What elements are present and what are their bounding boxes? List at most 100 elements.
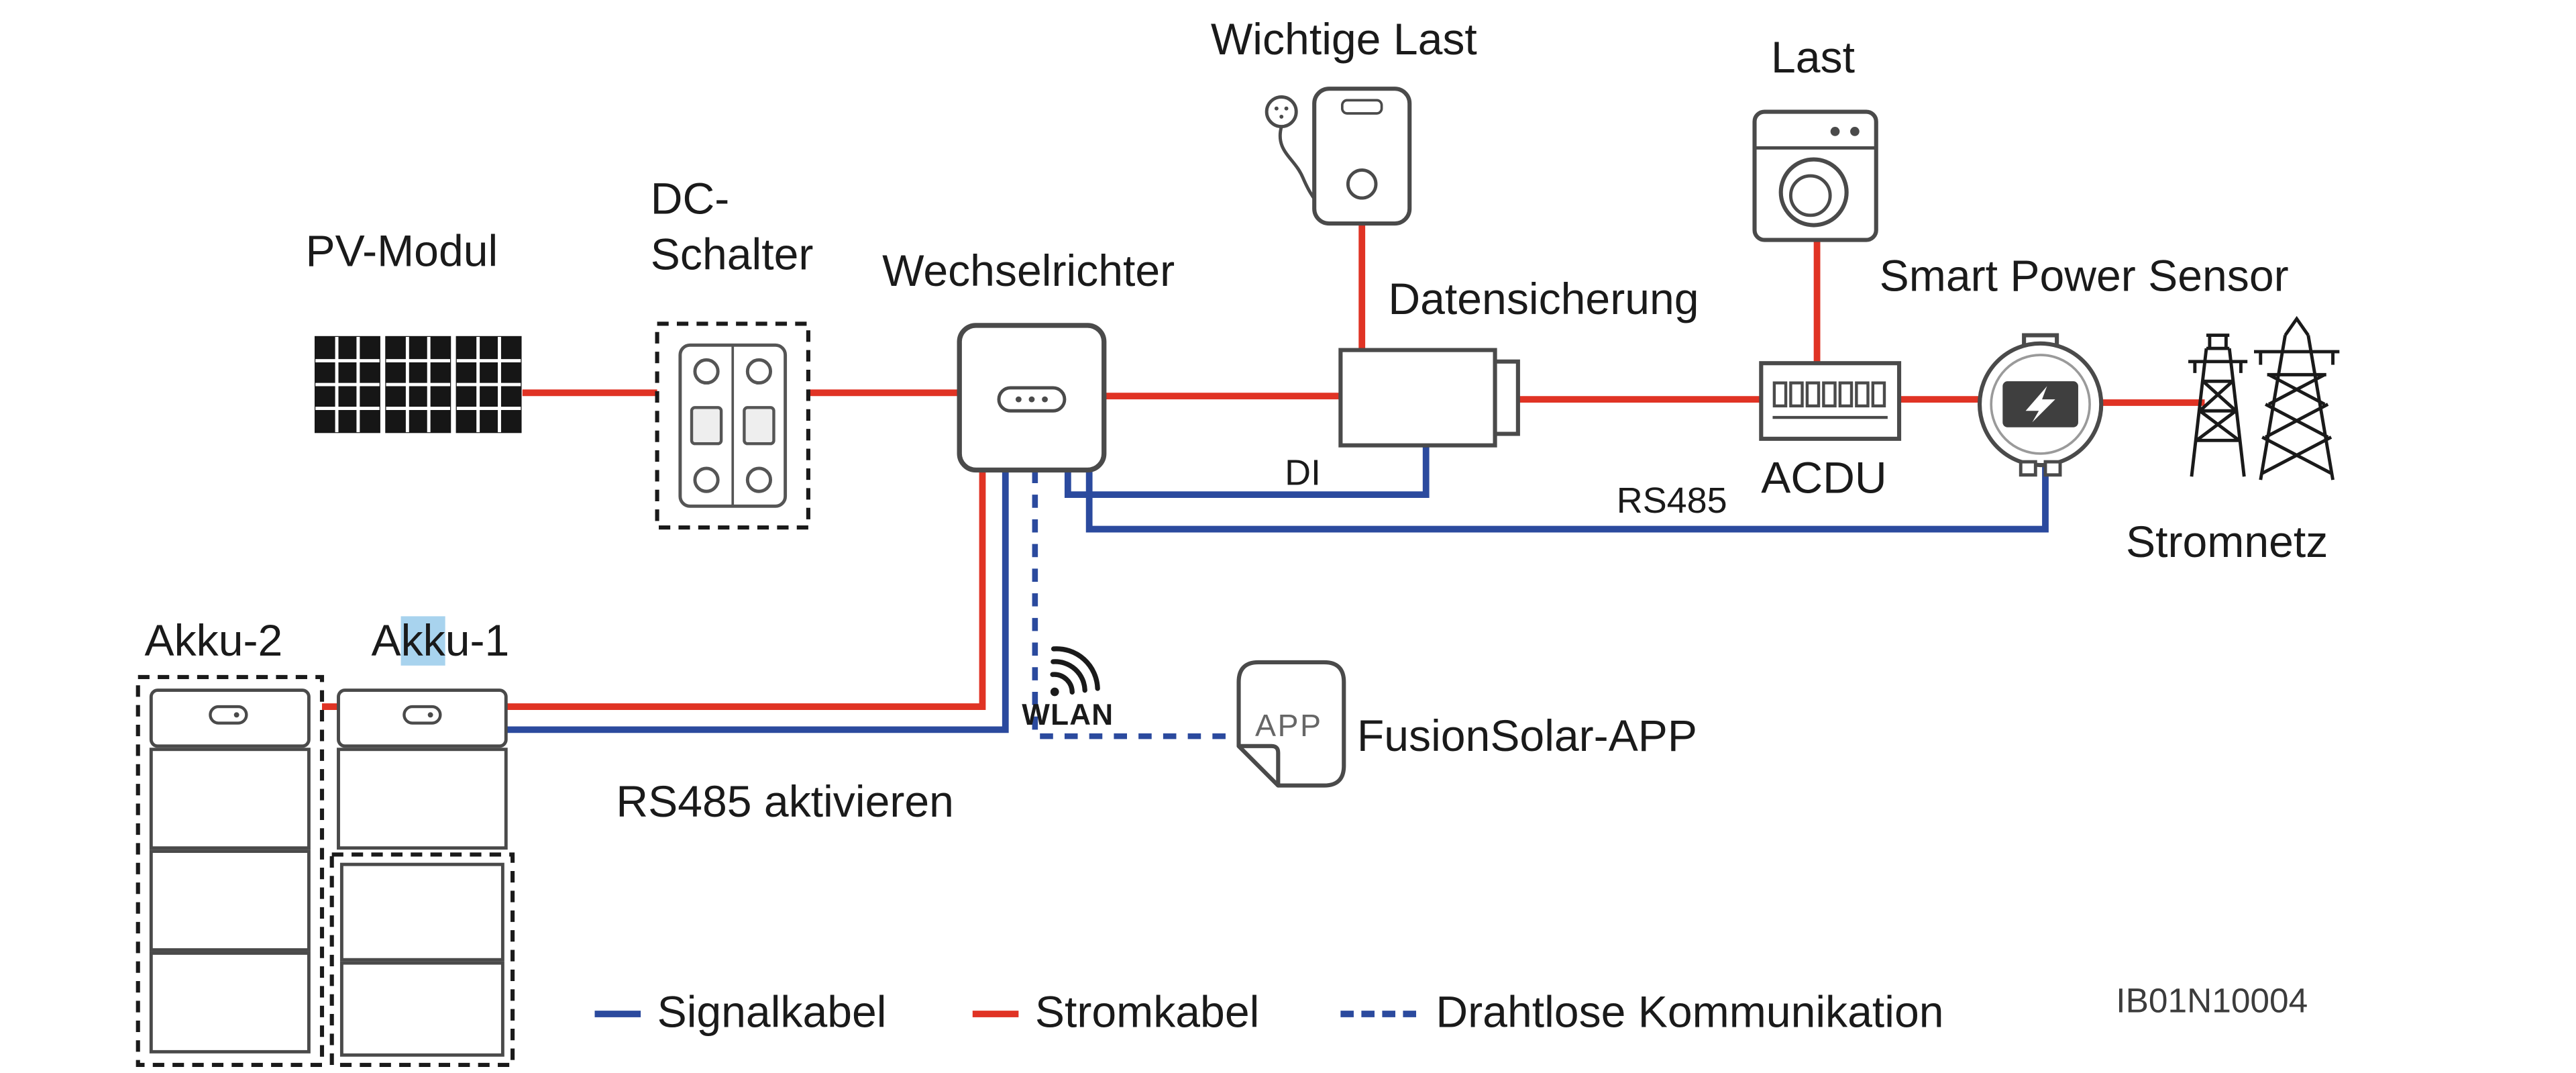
label-smart-power-sensor: Smart Power Sensor bbox=[1879, 251, 2289, 301]
sensor-foot bbox=[2043, 460, 2062, 477]
inverter-icon bbox=[957, 323, 1107, 473]
pv-panel-grid bbox=[386, 337, 451, 433]
dc-switch-toggle bbox=[690, 406, 723, 446]
dc-switch-terminal bbox=[745, 466, 773, 493]
legend-power-cable-swatch bbox=[972, 1011, 1019, 1017]
label-akku-1: Akku-1 bbox=[371, 615, 509, 670]
inverter-led bbox=[1028, 396, 1035, 403]
wlan-arc bbox=[1050, 672, 1075, 695]
lightning-bolt-icon bbox=[2025, 386, 2055, 423]
wlan-arc bbox=[1051, 646, 1100, 691]
backup-box-body bbox=[1338, 348, 1497, 448]
battery-akku2-icon bbox=[136, 674, 325, 1068]
inverter-led bbox=[1042, 396, 1048, 403]
legend-label-drahtlose: Drahtlose Kommunikation bbox=[1436, 987, 1944, 1037]
signal-line-battery-to-inverter bbox=[341, 470, 1009, 733]
water-heater-icon bbox=[1265, 87, 1412, 226]
water-heater-dial bbox=[1346, 168, 1378, 200]
dc-switch-terminal bbox=[745, 358, 773, 385]
label-dc-schalter-line1: DC- bbox=[650, 174, 730, 224]
label-wlan: WLAN bbox=[1022, 698, 1114, 731]
smart-power-sensor-icon bbox=[1977, 333, 2104, 477]
label-akku-2: Akku-2 bbox=[144, 616, 283, 666]
fusionsolar-app-icon bbox=[1236, 660, 1346, 788]
akku1-text-selection: kk bbox=[400, 616, 445, 666]
acdu-breaker bbox=[1855, 381, 1870, 408]
shower-hose bbox=[1278, 125, 1316, 200]
akku1-indicator bbox=[402, 705, 442, 725]
power-cables bbox=[322, 223, 2205, 710]
acdu-breaker bbox=[1871, 381, 1886, 408]
akku2-module bbox=[149, 850, 311, 952]
pv-panel-grid bbox=[456, 337, 521, 433]
wlan-arc bbox=[1051, 659, 1087, 693]
pv-panel-grid bbox=[315, 337, 380, 433]
akku1-expansion-module bbox=[339, 961, 504, 1057]
app-page-fold bbox=[1236, 744, 1281, 788]
water-heater-vent bbox=[1340, 99, 1383, 115]
acdu-breaker bbox=[1838, 381, 1854, 408]
label-pv-modul: PV-Modul bbox=[305, 226, 498, 276]
battery-akku1-icon bbox=[329, 688, 515, 1068]
label-datensicherung: Datensicherung bbox=[1388, 274, 1699, 324]
grid-tower-large bbox=[2254, 315, 2340, 480]
shower-head-hole bbox=[1274, 106, 1279, 111]
washer-knob bbox=[1830, 127, 1840, 136]
grid-tower-small bbox=[2188, 334, 2248, 477]
wlan-icon bbox=[1050, 646, 1100, 697]
washer-drum-inner bbox=[1788, 174, 1832, 217]
legend-signal-cable-swatch bbox=[594, 1011, 641, 1017]
power-line-inverter-to-battery bbox=[322, 470, 986, 710]
inverter-led bbox=[1015, 396, 1022, 403]
document-id: IB01N10004 bbox=[2116, 982, 2308, 1021]
dc-switch-icon bbox=[655, 321, 810, 530]
backup-box-side bbox=[1493, 359, 1520, 436]
signal-line-di-backup bbox=[1064, 445, 1430, 499]
akku2-led bbox=[233, 712, 239, 718]
power-grid-icon bbox=[2188, 315, 2340, 480]
label-app: APP bbox=[1255, 709, 1323, 745]
label-dc-schalter-line2: Schalter bbox=[650, 229, 814, 280]
label-di: DI bbox=[1285, 452, 1321, 493]
akku1-expansion-module bbox=[339, 862, 504, 962]
acdu-breaker bbox=[1772, 381, 1788, 408]
label-acdu: ACDU bbox=[1761, 453, 1887, 503]
shower-head-hole bbox=[1279, 114, 1284, 119]
wlan-dot bbox=[1050, 687, 1059, 697]
acdu-breaker bbox=[1805, 381, 1821, 408]
label-fusionsolar-app: FusionSolar-APP bbox=[1356, 711, 1698, 761]
label-stromnetz: Stromnetz bbox=[2125, 517, 2328, 567]
acdu-breaker bbox=[1789, 381, 1804, 408]
legend-wireless-swatch bbox=[1340, 1011, 1417, 1017]
akku2-indicator bbox=[209, 705, 248, 725]
dc-switch-terminal bbox=[693, 358, 720, 385]
legend-label-stromkabel: Stromkabel bbox=[1034, 987, 1260, 1037]
sensor-foot bbox=[2019, 460, 2037, 477]
acdu-icon bbox=[1759, 361, 1902, 441]
washer-knob bbox=[1850, 127, 1860, 136]
signal-cables bbox=[341, 445, 2049, 733]
akku1-led bbox=[427, 712, 433, 718]
shower-head-hole bbox=[1284, 106, 1289, 111]
akku2-module bbox=[149, 748, 311, 850]
shower-head bbox=[1265, 95, 1298, 129]
signal-line-rs485-sensor bbox=[1085, 466, 2049, 533]
label-rs485: RS485 bbox=[1616, 480, 1727, 521]
label-wechselrichter: Wechselrichter bbox=[882, 246, 1175, 296]
label-last: Last bbox=[1771, 32, 1856, 83]
akku1-module bbox=[337, 748, 508, 850]
akku1-text-post: u-1 bbox=[445, 616, 510, 666]
dc-switch-toggle bbox=[743, 406, 775, 446]
washing-machine-icon bbox=[1752, 109, 1878, 242]
wireless-links bbox=[1032, 470, 1236, 739]
label-wichtige-last: Wichtige Last bbox=[1210, 15, 1477, 64]
pv-module-icon bbox=[314, 336, 522, 433]
dc-switch-terminal bbox=[693, 466, 720, 493]
backup-box-icon bbox=[1338, 348, 1520, 448]
wireless-line-inverter-to-app bbox=[1032, 470, 1236, 739]
akku2-module bbox=[149, 951, 311, 1054]
label-rs485-aktivieren: RS485 aktivieren bbox=[616, 777, 954, 827]
legend-label-signalkabel: Signalkabel bbox=[657, 987, 887, 1037]
